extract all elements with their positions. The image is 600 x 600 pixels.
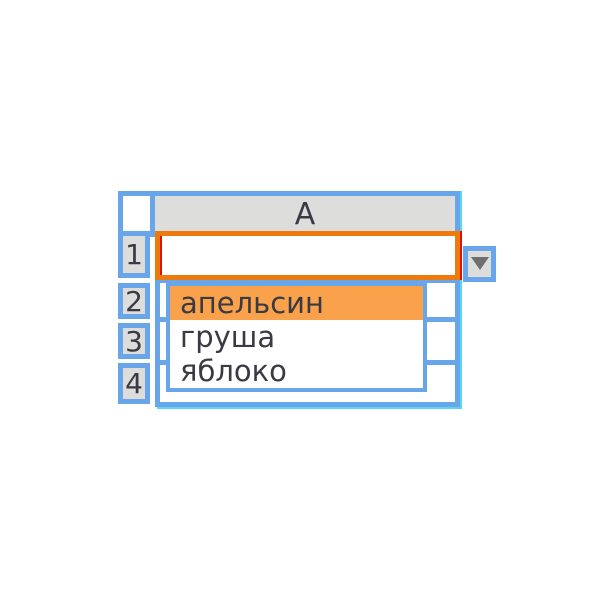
- cell-a1-active[interactable]: [155, 231, 460, 280]
- dropdown-item-grusha[interactable]: груша: [180, 320, 276, 354]
- triangle-down-icon: [470, 256, 489, 270]
- row-header-2[interactable]: 2: [118, 283, 150, 319]
- dropdown-button[interactable]: [463, 246, 496, 282]
- dropdown-item-yabloko[interactable]: яблоко: [180, 354, 287, 388]
- row-header-3[interactable]: 3: [118, 323, 150, 359]
- row-header-1[interactable]: 1: [118, 231, 150, 278]
- dropdown-list: апельсин груша яблоко: [166, 282, 427, 392]
- dropdown-item-apelsin[interactable]: апельсин: [170, 286, 423, 320]
- row-header-4[interactable]: 4: [118, 363, 150, 404]
